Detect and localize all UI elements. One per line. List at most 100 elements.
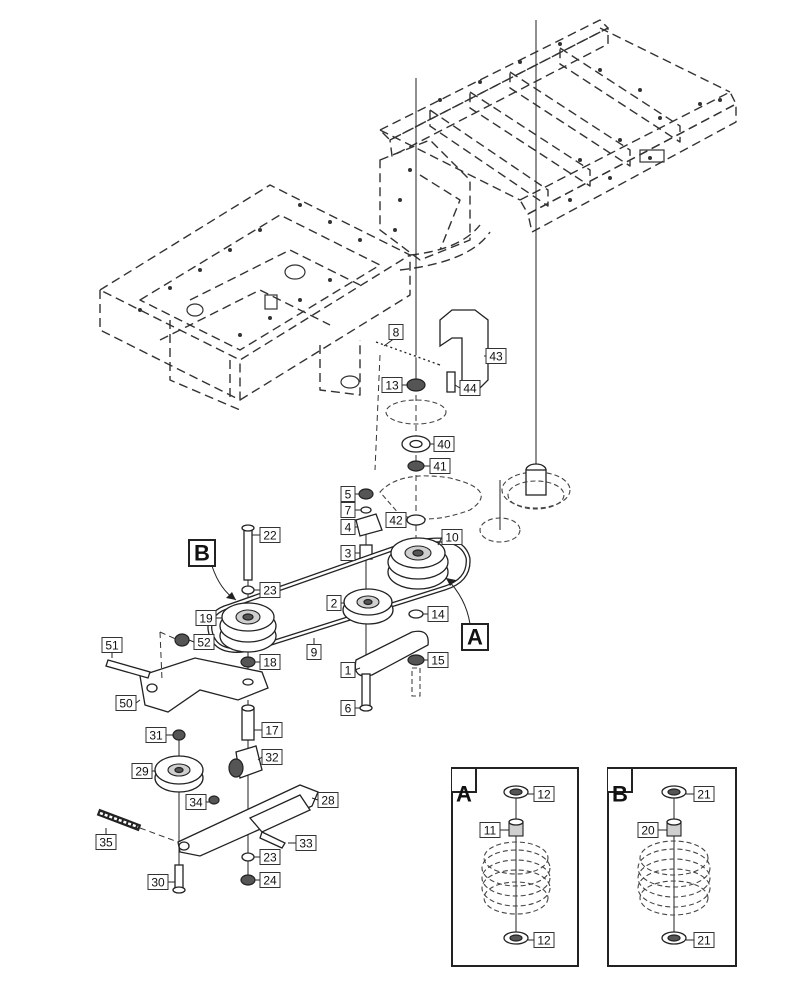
callout-leader [135, 699, 141, 704]
callout-number: 14 [431, 608, 445, 622]
callout-box [95, 834, 117, 850]
callout-box [533, 786, 555, 802]
callout-c33: 33 [288, 835, 317, 851]
callout-c24: 24 [255, 872, 281, 888]
callout-box [195, 610, 217, 626]
callout-number: 28 [321, 794, 335, 808]
callout-c9: 9 [306, 638, 322, 660]
callout-box [427, 606, 449, 622]
callout-box [340, 502, 356, 518]
pulley-2 [342, 588, 394, 625]
callout-number: 52 [197, 636, 211, 650]
callout-c2: 2 [326, 595, 344, 611]
callout-c4: 4 [340, 519, 358, 535]
callout-number: 5 [345, 488, 352, 502]
callout-box [326, 595, 342, 611]
callout-number: 8 [393, 326, 400, 340]
callout-number: 24 [263, 874, 277, 888]
callout-box [259, 527, 281, 543]
callout-number: 11 [484, 824, 497, 838]
callout-number: 6 [345, 702, 352, 716]
callout-number: 19 [199, 612, 213, 626]
pulley-29 [154, 755, 204, 793]
callout-cA12a: 12 [528, 786, 555, 802]
callout-number: 33 [299, 837, 313, 851]
callout-number: 20 [641, 824, 655, 838]
callout-box [433, 436, 455, 452]
callout-box [479, 822, 501, 838]
callout-c22: 22 [252, 527, 281, 543]
callout-box [637, 822, 659, 838]
callout-box [340, 545, 356, 561]
callout-number: 43 [489, 350, 503, 364]
callout-number: 17 [265, 724, 279, 738]
callout-number: 50 [119, 697, 133, 711]
callout-c29: 29 [131, 763, 155, 779]
callout-c23b: 23 [254, 849, 281, 865]
callout-number: 22 [263, 529, 277, 543]
callout-c14: 14 [423, 606, 449, 622]
callout-cB20: 20 [637, 822, 667, 838]
callout-box [101, 637, 123, 653]
callout-box [429, 458, 451, 474]
callout-c1: 1 [340, 662, 361, 678]
chassis-frame [99, 19, 737, 411]
callout-cB21b: 21 [686, 932, 715, 948]
callout-leader [311, 797, 319, 801]
callout-number: 7 [345, 504, 352, 518]
callout-c41: 41 [424, 458, 451, 474]
callout-number: 13 [385, 379, 399, 393]
callout-box [295, 835, 317, 851]
callout-c31: 31 [145, 727, 173, 743]
callout-cA11: 11 [479, 822, 509, 838]
callout-number: 23 [263, 851, 277, 865]
callout-number: 4 [345, 521, 352, 535]
callout-number: 3 [345, 547, 352, 561]
callout-c17: 17 [254, 722, 283, 738]
callout-box [317, 792, 339, 808]
callout-leader [188, 639, 195, 643]
callout-number: 21 [697, 934, 711, 948]
callout-box [259, 582, 281, 598]
callout-c43: 43 [484, 348, 507, 364]
callout-c28: 28 [311, 792, 339, 808]
callout-box [485, 348, 507, 364]
callout-number: 1 [345, 664, 352, 678]
detail-view-a: A [451, 767, 579, 967]
callout-number: 42 [389, 514, 403, 528]
callout-box [185, 794, 207, 810]
callout-box [340, 519, 356, 535]
callout-c40: 40 [430, 436, 455, 452]
callout-number: 40 [437, 438, 451, 452]
callout-box [441, 529, 463, 545]
callout-c34: 34 [185, 794, 209, 810]
callout-box [340, 486, 356, 502]
callout-c8: 8 [383, 324, 404, 347]
callout-number: 32 [265, 751, 279, 765]
detail-a-label: A [456, 782, 472, 807]
view-label-b-box [188, 539, 216, 567]
callout-box [693, 932, 715, 948]
callout-box [340, 700, 356, 716]
callout-c13: 13 [381, 377, 408, 393]
callout-number: 51 [105, 639, 119, 653]
callout-box [259, 654, 281, 670]
callout-c7: 7 [340, 502, 361, 518]
view-label-a: A [467, 625, 483, 650]
callout-box [385, 512, 407, 528]
callout-box [693, 786, 715, 802]
detail-view-b: B [607, 767, 737, 967]
callout-box [147, 874, 169, 890]
callout-c15: 15 [424, 652, 449, 668]
callout-number: 18 [263, 656, 277, 670]
callout-number: 10 [445, 531, 459, 545]
callout-number: 44 [463, 382, 477, 396]
spring-8 [375, 341, 441, 366]
parts [96, 309, 571, 894]
callout-cA12b: 12 [528, 932, 555, 948]
axis-lines [178, 20, 537, 880]
view-label-a-box [461, 623, 489, 651]
callout-box [115, 695, 137, 711]
callout-box [261, 749, 283, 765]
